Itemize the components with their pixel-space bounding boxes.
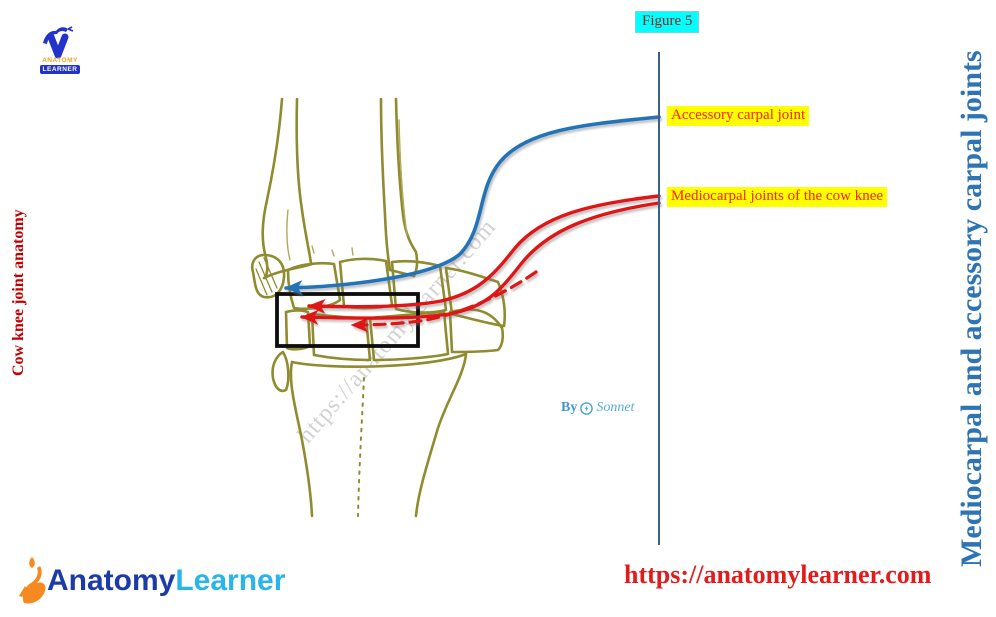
mediocarpal-arrow-3 xyxy=(350,270,538,333)
figure-number-tag: Figure 5 xyxy=(635,11,700,33)
logo-small-text-anatomy: ANATOMY xyxy=(42,57,78,64)
credit-name: Sonnet xyxy=(596,400,635,415)
radius-bone xyxy=(261,97,284,280)
author-credit: By Sonnet xyxy=(561,400,634,416)
side-caption-vertical: Cow knee joint anatomy xyxy=(10,209,27,377)
logo-v-goat-icon xyxy=(43,26,74,59)
mediocarpal-arrow-2 xyxy=(300,201,661,325)
metacarpal-bone xyxy=(290,352,468,368)
logo-text-anatomy: Anatomy xyxy=(47,564,176,597)
website-url: https://anatomylearner.com xyxy=(624,560,932,589)
logo-small-text-learner: LEARNER xyxy=(39,65,81,74)
highlight-box xyxy=(275,292,420,348)
mediocarpal-arrow-1 xyxy=(307,194,661,314)
credit-by-label: By xyxy=(561,400,578,415)
logo-text-learner: Learner xyxy=(175,564,286,597)
accessory-carpal-bone xyxy=(250,253,286,299)
accessory-joint-arrow xyxy=(284,115,661,296)
ulna-bone xyxy=(379,97,392,272)
leaping-deer-icon xyxy=(19,557,46,604)
label-accessory-carpal-joint: Accessory carpal joint xyxy=(667,106,810,126)
page-title-vertical: Mediocarpal and accessory carpal joints xyxy=(955,50,988,567)
anatomylearner-logo-small: ANATOMY LEARNER xyxy=(32,25,88,74)
label-mediocarpal-joints: Mediocarpal joints of the cow knee xyxy=(667,187,888,207)
bolt-badge-icon xyxy=(580,401,594,415)
